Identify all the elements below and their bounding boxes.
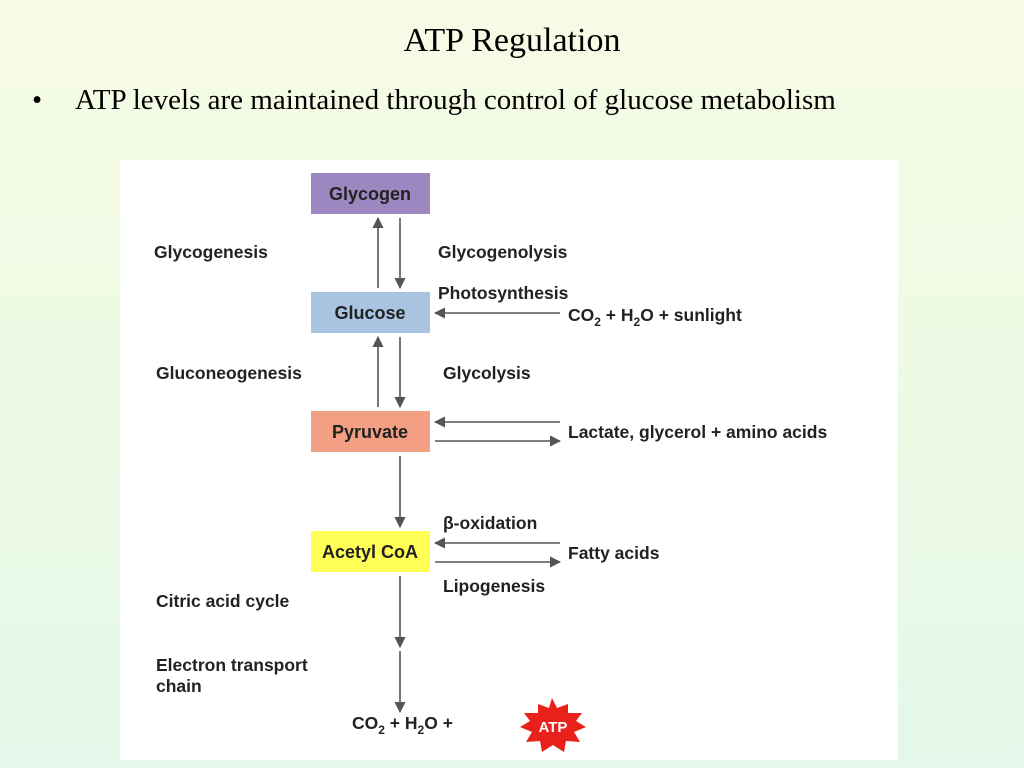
co2-text: CO	[568, 305, 594, 325]
atp-starburst-icon	[520, 698, 586, 752]
glycogen-box	[311, 173, 430, 214]
glycogenesis-label: Glycogenesis	[154, 242, 268, 262]
pyruvate-label: Pyruvate	[332, 422, 408, 442]
final-co2-text: CO	[352, 713, 378, 733]
h2-subscript: 2	[634, 315, 641, 329]
gluconeogenesis-label: Gluconeogenesis	[156, 363, 302, 383]
final-products: CO2 + H2O +	[352, 713, 453, 737]
final-o-plus-text: O +	[424, 713, 453, 733]
bullet-point: • ATP levels are maintained through contr…	[32, 84, 836, 117]
fatty-acids-label: Fatty acids	[568, 543, 660, 563]
acetyl-coa-box	[311, 531, 430, 572]
photosynthesis-input: CO2 + H2O + sunlight	[568, 305, 742, 329]
beta-oxidation-label: β-oxidation	[443, 513, 537, 533]
citric-acid-cycle-label: Citric acid cycle	[156, 591, 290, 611]
pyruvate-box	[311, 411, 430, 452]
metabolism-diagram: Glycogen Glucose Pyruvate Acetyl CoA Gly…	[120, 160, 898, 760]
plus-h-text: + H	[601, 305, 634, 325]
glycogenolysis-label: Glycogenolysis	[438, 242, 568, 262]
lipogenesis-label: Lipogenesis	[443, 576, 545, 596]
electron-transport-label-line1: Electron transport	[156, 655, 308, 675]
glucose-label: Glucose	[334, 303, 405, 323]
final-co2-subscript: 2	[378, 723, 385, 737]
bullet-text: ATP levels are maintained through contro…	[75, 84, 836, 116]
slide-title: ATP Regulation	[403, 22, 621, 59]
final-h2-subscript: 2	[418, 723, 425, 737]
electron-transport-label-line2: chain	[156, 676, 202, 696]
acetyl-coa-label: Acetyl CoA	[322, 542, 418, 562]
glycolysis-label: Glycolysis	[443, 363, 531, 383]
bullet-marker: •	[32, 84, 43, 116]
co2-subscript: 2	[594, 315, 601, 329]
final-plus-h-text: + H	[385, 713, 418, 733]
atp-label: ATP	[539, 719, 568, 736]
photosynthesis-label: Photosynthesis	[438, 283, 569, 303]
glucose-box	[311, 292, 430, 333]
diagram-canvas: Glycogen Glucose Pyruvate Acetyl CoA Gly…	[154, 173, 827, 752]
lactate-label: Lactate, glycerol + amino acids	[568, 422, 827, 442]
glycogen-label: Glycogen	[329, 184, 411, 204]
o-sunlight-text: O + sunlight	[640, 305, 742, 325]
